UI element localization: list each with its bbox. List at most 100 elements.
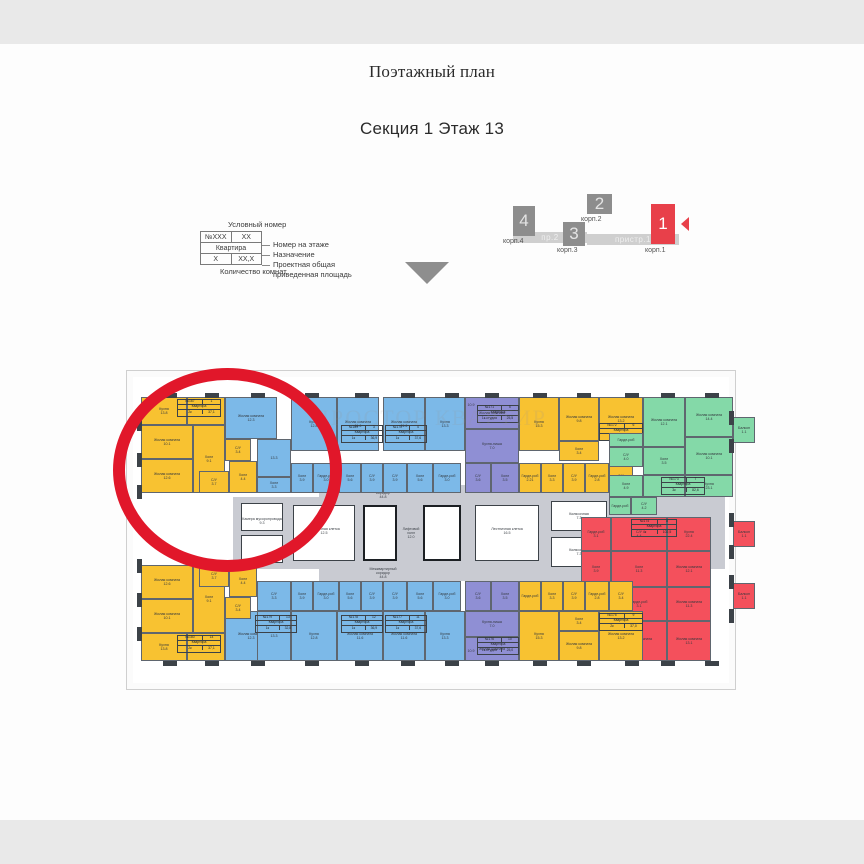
bottom-band bbox=[0, 820, 864, 864]
apt-171-room[interactable]: Жилая комната bbox=[465, 397, 519, 429]
selected-building-arrow-icon bbox=[681, 217, 689, 231]
top-band bbox=[0, 0, 864, 44]
apt-173-wardrobe-2[interactable]: Гарде-роб bbox=[609, 497, 631, 515]
apt-173-wardrobe-1[interactable]: Гарде-роб bbox=[609, 433, 643, 447]
chevron-down-icon bbox=[405, 262, 449, 284]
link-pristr1[interactable]: пристр.1 bbox=[587, 234, 679, 245]
building-caption-1: корп.1 bbox=[645, 247, 666, 254]
legend-desc-floor: Номер на этаже bbox=[262, 240, 352, 250]
apt-179-kitchen[interactable]: 13.3 bbox=[257, 611, 291, 661]
building-caption-3: корп.3 bbox=[557, 247, 578, 254]
building-block-3[interactable]: 3 bbox=[563, 222, 585, 246]
link-pr2[interactable]: пр.2 bbox=[513, 232, 587, 243]
legend: Условный номер №XXX XX Квартира X XX,X Н… bbox=[200, 220, 400, 279]
corridor-bottom-label: Межквартирный коридор 44.8 bbox=[369, 567, 397, 580]
apt-173-hall-3[interactable] bbox=[643, 475, 685, 497]
legend-cell-rooms: X bbox=[201, 254, 232, 264]
building-block-1[interactable]: 1 bbox=[651, 204, 675, 244]
apt-175-wardrobe-1[interactable]: Гарде-роб bbox=[519, 581, 541, 611]
legend-desc-area: Проектная общая bbox=[262, 260, 352, 270]
building-block-2[interactable]: 2 bbox=[587, 194, 612, 214]
legend-key-table: №XXX XX Квартира X XX,X bbox=[200, 231, 262, 265]
apt-180-entry[interactable] bbox=[187, 633, 225, 661]
legend-descriptions: Номер на этаже Назначение Проектная обща… bbox=[262, 240, 352, 280]
page-subtitle: Секция 1 Этаж 13 bbox=[360, 119, 504, 138]
building-block-4[interactable]: 4 bbox=[513, 206, 535, 236]
